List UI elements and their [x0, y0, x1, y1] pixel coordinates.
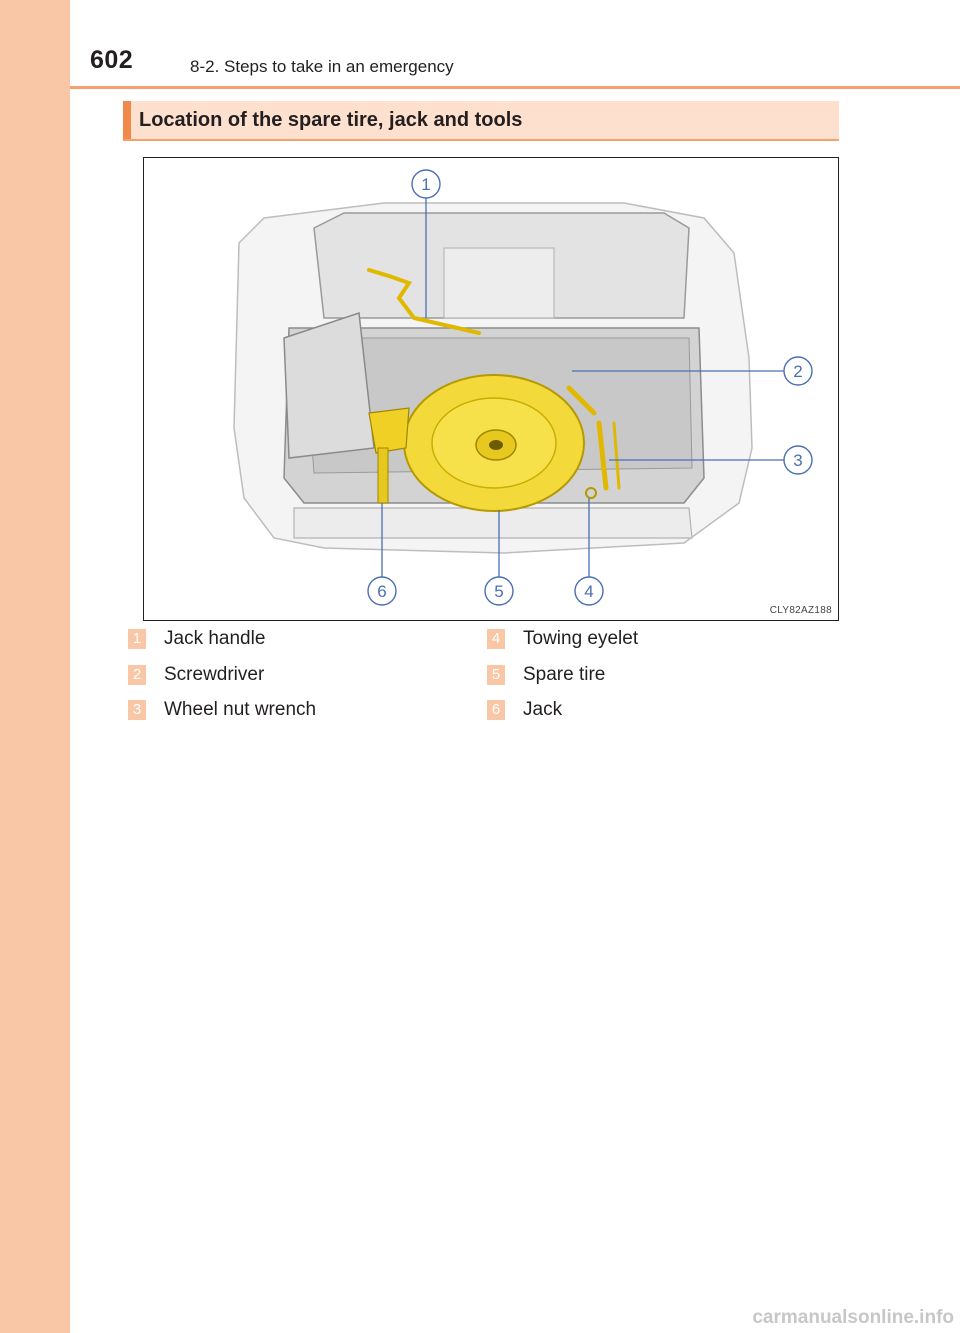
legend-number: 4: [487, 629, 505, 649]
legend-label: Jack: [523, 699, 563, 720]
legend-label: Spare tire: [523, 664, 606, 685]
legend-label: Wheel nut wrench: [164, 699, 317, 720]
section-heading-text: Location of the spare tire, jack and too…: [139, 109, 523, 131]
section-heading-accent: [123, 101, 131, 139]
callout-6: 6: [377, 582, 386, 601]
figure-code: CLY82AZ188: [769, 605, 832, 616]
figure-legend: 1 Jack handle 2 Screwdriver 3 Wheel nut …: [128, 625, 688, 735]
callout-2: 2: [793, 362, 802, 381]
legend-label: Towing eyelet: [523, 628, 639, 649]
page-number: 602: [90, 46, 134, 74]
header-rule: [70, 86, 960, 89]
legend-number: 5: [487, 665, 505, 685]
callout-1: 1: [421, 175, 430, 194]
trunk-illustration: 1 2 3 4 5 6 CLY82AZ188: [143, 157, 839, 621]
legend-number: 6: [487, 700, 505, 720]
callout-4: 4: [584, 582, 593, 601]
watermark: carmanualsonline.info: [752, 1307, 954, 1328]
callout-3: 3: [793, 451, 802, 470]
legend-label: Jack handle: [164, 628, 266, 649]
chapter-title: 8-2. Steps to take in an emergency: [190, 57, 454, 76]
callout-5: 5: [494, 582, 503, 601]
trunk-drawing: 1 2 3 4 5 6: [233, 169, 813, 606]
legend-label: Screwdriver: [164, 664, 265, 685]
side-tab-strip: [0, 0, 70, 1333]
section-heading: Location of the spare tire, jack and too…: [123, 101, 839, 141]
legend-number: 2: [128, 665, 146, 685]
legend-number: 1: [128, 629, 146, 649]
page-header: 602 8-2. Steps to take in an emergency: [70, 0, 960, 88]
legend-number: 3: [128, 700, 146, 720]
